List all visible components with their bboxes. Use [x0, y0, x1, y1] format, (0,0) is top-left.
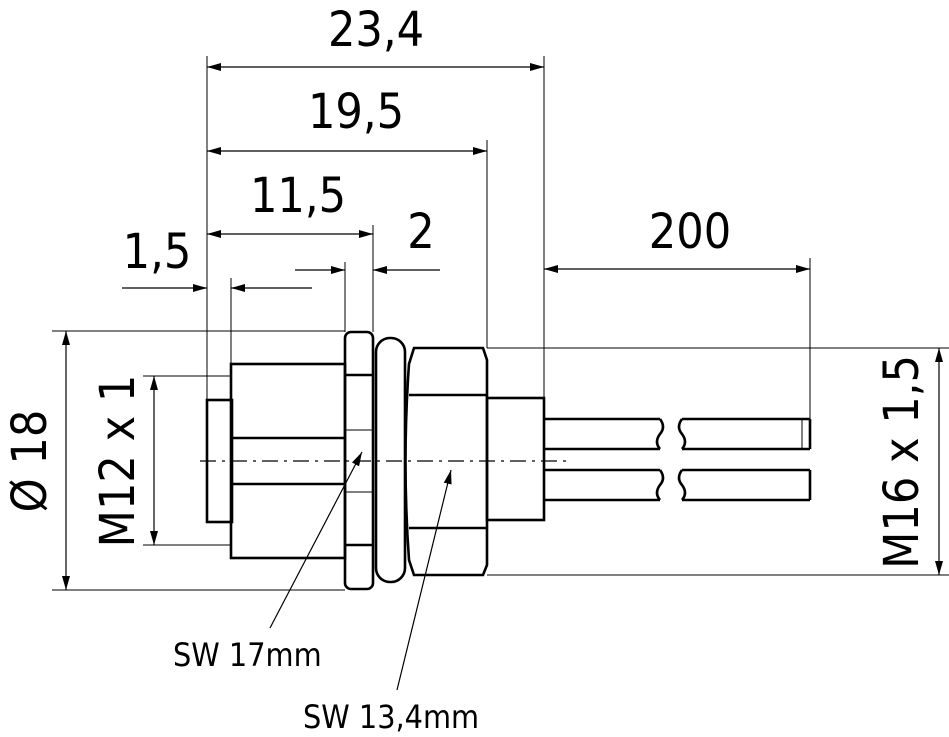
dim-diameter: Ø 18 [2, 410, 58, 513]
leader-sw13 [396, 469, 452, 691]
hex-nut-sw17 [343, 330, 375, 591]
label-sw13: SW 13,4mm [303, 698, 479, 736]
washer [374, 336, 407, 584]
hex-body-sw13 [404, 346, 489, 577]
dim-thread-start: 1,5 [123, 224, 192, 280]
label-sw17: SW 17mm [173, 636, 322, 674]
dim-rear-thread: M16 x 1,5 [874, 355, 930, 569]
dimension-texts: 23,4 19,5 11,5 1,5 2 200 Ø 18 M12 x 1 M1… [2, 2, 930, 736]
leader-sw17 [269, 451, 363, 629]
dim-overall-length: 23,4 [328, 2, 424, 58]
dim-cable-length: 200 [649, 204, 731, 260]
dim-flange-length: 11,5 [250, 168, 346, 224]
dim-nut-to-body: 19,5 [308, 84, 404, 140]
extension-lines [52, 56, 949, 591]
cable-wires [544, 417, 812, 502]
dim-front-thread: M12 x 1 [90, 375, 146, 548]
connector-outline [200, 330, 812, 591]
rear-thread [485, 396, 546, 522]
dim-flange-thickness: 2 [407, 204, 434, 260]
dimension-lines [62, 63, 943, 691]
